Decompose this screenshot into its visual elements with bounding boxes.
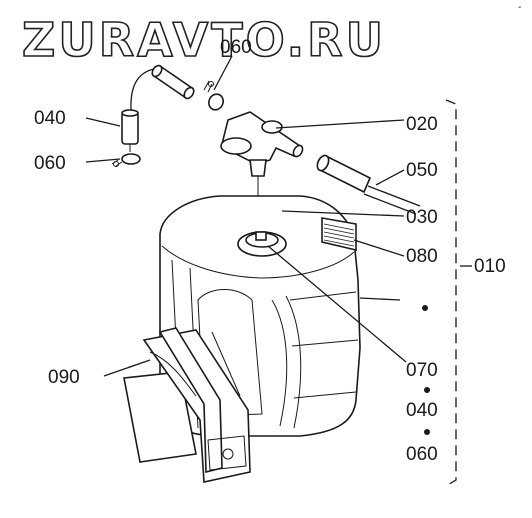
watermark-text: ZURAVTO.RU — [22, 13, 386, 67]
label-090: 090 — [48, 367, 80, 388]
label-050: 050 — [406, 160, 438, 181]
hose-assembly — [111, 64, 421, 215]
label-020: 020 — [406, 114, 438, 135]
label-060-b: 060 — [220, 37, 252, 58]
group-bracket-010 — [445, 99, 457, 487]
label-070: 070 — [406, 360, 438, 381]
filler-cap-020 — [220, 111, 304, 177]
hose-clip-060-lower — [111, 153, 141, 167]
label-040-a: 040 — [34, 108, 66, 129]
leader-lines — [85, 55, 472, 377]
dot-marker-3 — [424, 429, 430, 435]
label-040-b: 040 — [406, 400, 438, 421]
hose-clip-060-upper — [203, 80, 224, 111]
label-080: 080 — [406, 246, 438, 267]
hose-050 — [316, 154, 421, 215]
dot-marker-1 — [422, 305, 428, 311]
label-030: 030 — [406, 207, 438, 228]
label-060-c: 060 — [406, 444, 438, 465]
dot-marker-2 — [424, 387, 430, 393]
hose-segment-top — [151, 64, 195, 100]
mounting-bracket-090 — [123, 327, 251, 483]
small-tube-040 — [121, 109, 139, 152]
corner-mark: - — [518, 2, 521, 13]
label-plate-080 — [321, 217, 357, 252]
label-010: 010 — [474, 256, 506, 277]
label-060-a: 060 — [34, 153, 66, 174]
